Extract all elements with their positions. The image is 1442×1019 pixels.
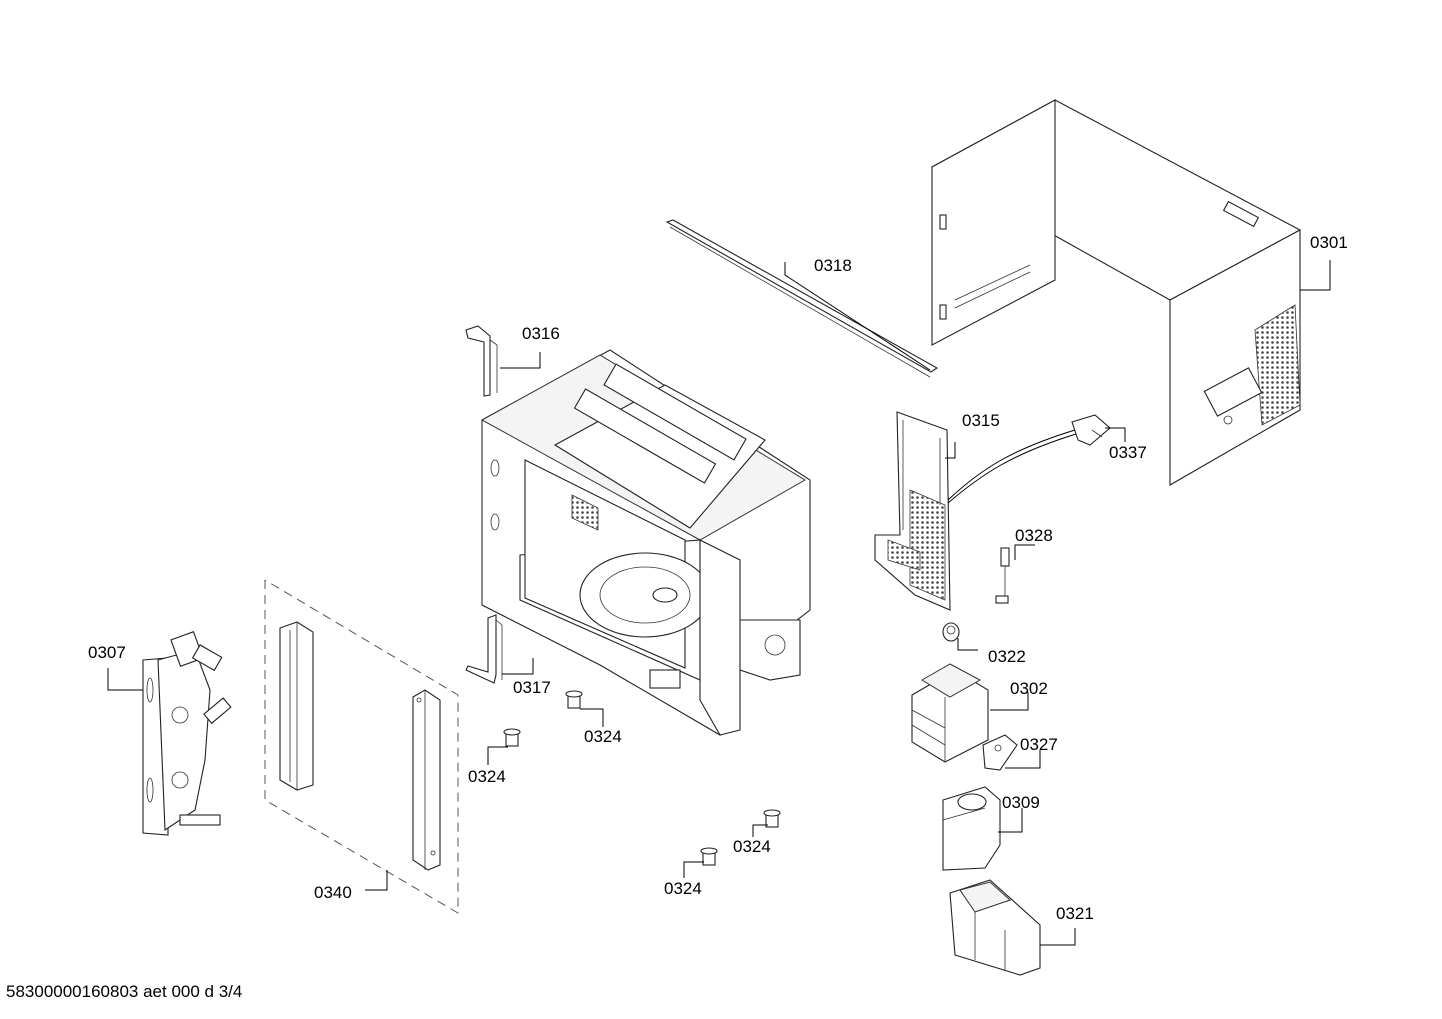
label-0321: 0321 (1056, 904, 1094, 923)
label-0324-b: 0324 (468, 767, 506, 786)
part-number-labels: 0301 0318 0316 0315 0337 0328 0322 0302 … (88, 233, 1348, 923)
label-0327: 0327 (1020, 735, 1058, 754)
outer-casing-part (930, 99, 1302, 486)
label-0340: 0340 (314, 883, 352, 902)
label-0324-c: 0324 (733, 837, 771, 856)
upper-bracket-part (465, 325, 498, 397)
label-0337: 0337 (1109, 443, 1147, 462)
label-0324-a: 0324 (584, 727, 622, 746)
transformer-part (911, 663, 989, 763)
label-0315: 0315 (962, 411, 1000, 430)
lower-bracket-part (465, 614, 503, 684)
oven-cavity-part (480, 349, 811, 736)
drawing-code: 58300000160803 aet 000 d 3/4 (6, 982, 243, 1001)
label-0324-d: 0324 (664, 879, 702, 898)
label-0301: 0301 (1310, 233, 1348, 252)
top-rail-part (665, 219, 939, 378)
label-0307: 0307 (88, 643, 126, 662)
capacitor-clip-part (982, 734, 1018, 771)
air-duct-part (942, 786, 1001, 871)
leader-lines (107, 260, 1331, 946)
thermostat-part (942, 622, 960, 642)
label-0316: 0316 (522, 324, 560, 343)
label-0302: 0302 (1010, 679, 1048, 698)
side-panel-part (874, 411, 951, 611)
label-0317: 0317 (513, 678, 551, 697)
label-0328: 0328 (1015, 526, 1053, 545)
foot-part (503, 690, 781, 866)
door-frame-group (264, 579, 459, 914)
fan-housing-part (949, 879, 1041, 976)
label-0309: 0309 (1002, 793, 1040, 812)
label-0318: 0318 (814, 256, 852, 275)
door-latch-part (142, 631, 232, 836)
power-cord-part (947, 414, 1111, 504)
label-0322: 0322 (988, 647, 1026, 666)
fuse-holder-part (995, 547, 1010, 604)
